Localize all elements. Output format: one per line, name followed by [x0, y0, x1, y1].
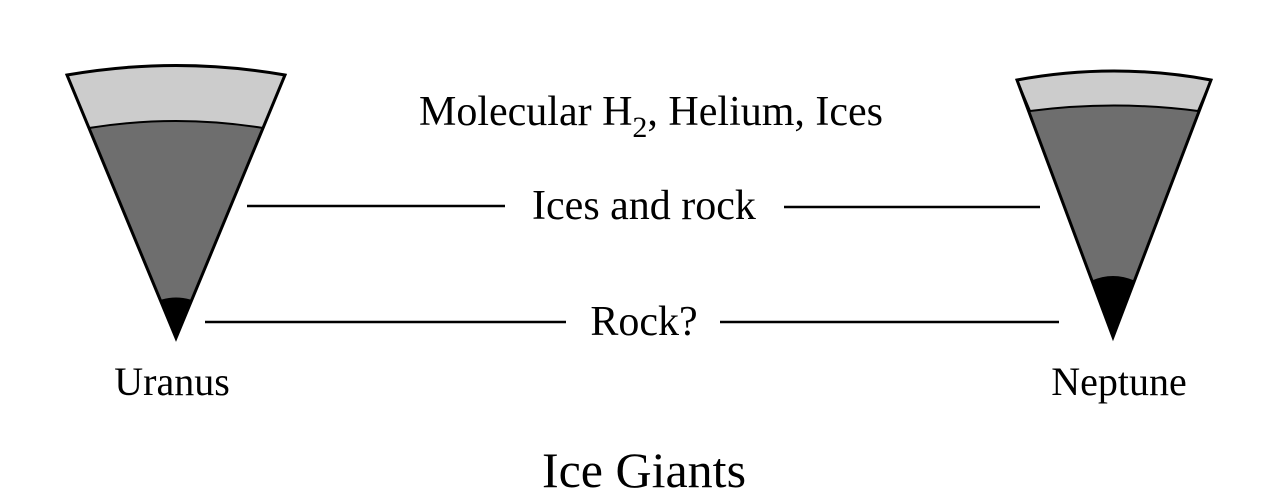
neptune-middle-layer [1017, 71, 1211, 337]
neptune-wedge [1014, 69, 1214, 342]
neptune-core [1091, 276, 1135, 339]
middle-layer-label: Ices and rock [532, 183, 756, 229]
planet-label-neptune: Neptune [1051, 359, 1187, 404]
neptune-outline [1014, 69, 1214, 342]
outer-layer-label: Molecular H2, Helium, Ices [419, 89, 883, 144]
diagram-title: Ice Giants [542, 442, 746, 498]
planet-label-uranus: Uranus [114, 359, 230, 404]
uranus-outer-layer [65, 64, 287, 130]
uranus-wedge [64, 64, 288, 342]
uranus-outline [64, 64, 288, 342]
core-label: Rock? [590, 299, 697, 345]
uranus-middle-layer [67, 65, 285, 338]
neptune-outer-layer [1015, 70, 1213, 113]
uranus-core [161, 297, 191, 340]
